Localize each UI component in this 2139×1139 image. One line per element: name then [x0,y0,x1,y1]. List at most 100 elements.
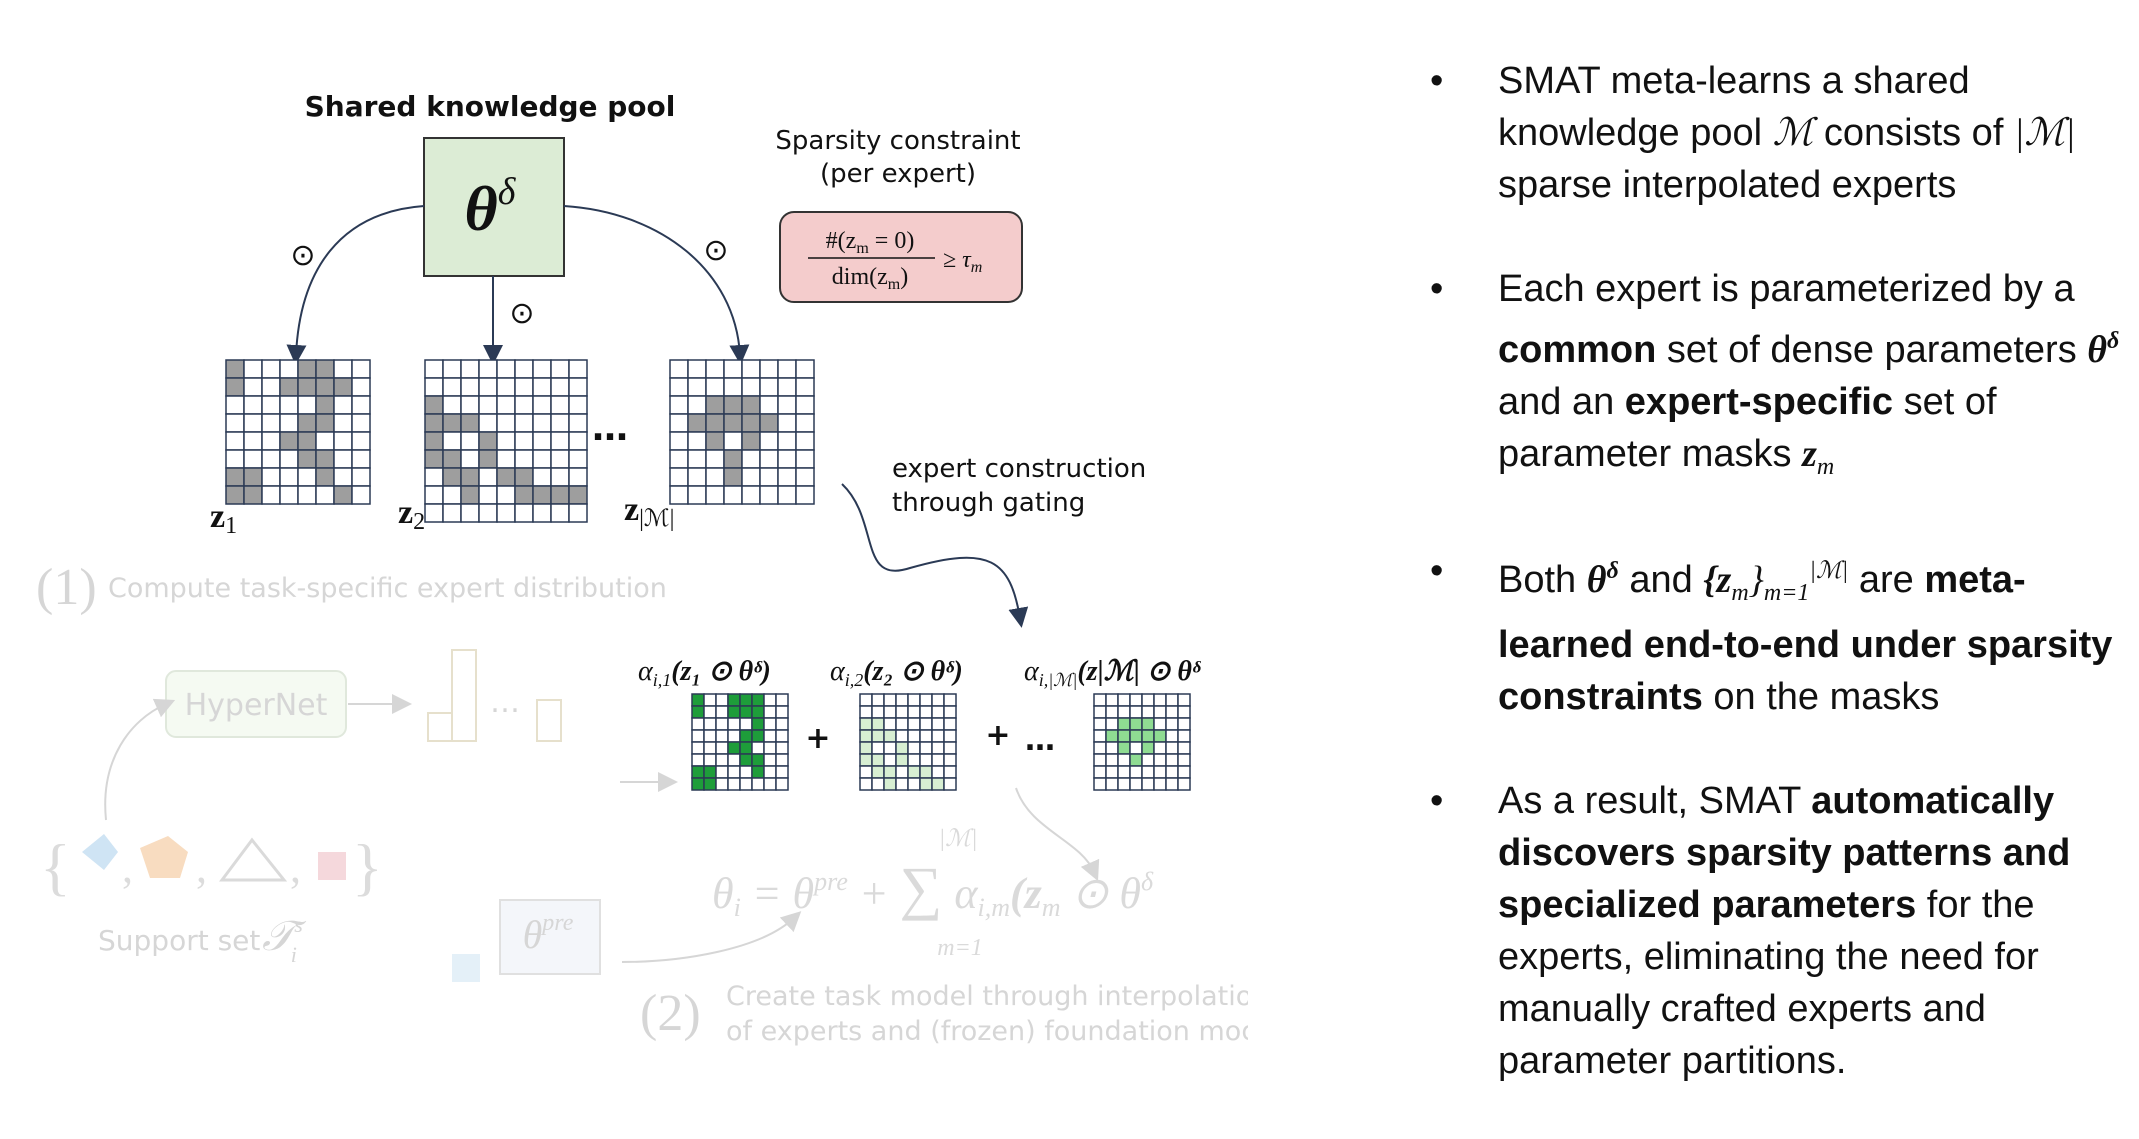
mask-cell [883,765,897,779]
mask-cell [460,467,480,487]
mask-cell [1177,717,1191,731]
mask-cell [1141,693,1155,707]
mask-cell [351,431,371,451]
mask-cell [931,717,945,731]
mask-cell [691,693,705,707]
mask-cell [669,395,689,415]
mask-cell [943,765,957,779]
mask-cell [1153,693,1167,707]
mask-cell [1141,753,1155,767]
mask-cell [496,359,516,379]
mask-cell [424,413,444,433]
mask-cell [895,717,909,731]
mask-cell [532,377,552,397]
mask-cell [763,729,777,743]
mask-label-3: z|ℳ| [624,491,674,532]
mask-cell [532,449,552,469]
mask-cell [919,753,933,767]
pool-theta: θδ [465,171,517,244]
mask-cell [931,693,945,707]
mask-cell [1129,705,1143,719]
mask-cell [568,377,588,397]
mask-cell [568,395,588,415]
mask-cell [1093,729,1107,743]
mask-cell [795,359,815,379]
mask-cell [759,377,779,397]
mask-cell [225,467,245,487]
mask-cell [333,467,353,487]
step1-number: (1) [36,559,97,616]
mask-cell [532,485,552,505]
weighted-ellipsis: … [1025,723,1055,758]
mask-cell [777,485,797,505]
mask-cell [442,503,462,523]
mask-cell [550,503,570,523]
summary-bullets: SMAT meta-learns a shared knowledge pool… [1430,55,2130,1139]
mask-cell [568,485,588,505]
mask-cell [687,485,707,505]
mask-cell [1177,765,1191,779]
theta-pre-box [499,899,601,975]
mask-cell [478,503,498,523]
mask-cell [279,467,299,487]
mask-cell [703,753,717,767]
mask-cell [1153,729,1167,743]
mask-cell [279,413,299,433]
mask-cell [883,717,897,731]
mask-cell [279,485,299,505]
mask-cell [907,777,921,791]
mask-cell [751,729,765,743]
mask-cell [496,467,516,487]
mask-cell [763,693,777,707]
mask-cell [1117,753,1131,767]
mask-cell [795,431,815,451]
mask-cell [727,765,741,779]
mask-cell [691,777,705,791]
mask-cell [739,765,753,779]
weighted-mask-2 [859,693,957,791]
mask-cell [859,777,873,791]
mask-cell [261,449,281,469]
mask-cell [751,693,765,707]
mask-cell [1177,753,1191,767]
mask-cell [333,431,353,451]
mask-cell [1141,741,1155,755]
mask-cell [775,729,789,743]
plus-1: + [805,721,830,756]
mask-cell [478,467,498,487]
mask-cell [532,503,552,523]
weighted-mask-3 [1093,693,1191,791]
mask-cell [478,395,498,415]
mask-cell [919,777,933,791]
mask-cell [1105,777,1119,791]
mask-cell [859,693,873,707]
mask-cell [795,395,815,415]
mask-cell [907,753,921,767]
bullet-3: Both θδ and {zm}m=1|ℳ| are meta-learned … [1430,545,2130,723]
mask-cell [1165,717,1179,731]
mask-cell [723,413,743,433]
mask-cell [703,717,717,731]
mask-cell [907,729,921,743]
mask-cell [705,395,725,415]
mask-cell [669,449,689,469]
mask-cell [351,449,371,469]
mask-cell [705,359,725,379]
mask-cell [1177,729,1191,743]
mask-cell [1117,777,1131,791]
mask-cell [715,693,729,707]
mask-cell [514,503,534,523]
mask-cell [1105,693,1119,707]
mask-cell [943,753,957,767]
mask-cell [514,359,534,379]
mask-cell [333,359,353,379]
mask-cell [568,449,588,469]
weighted-to-equation-arrow [1015,787,1100,882]
mask-cell [514,413,534,433]
mask-cell [1117,741,1131,755]
mask-cell [351,377,371,397]
mask-cell [859,741,873,755]
mask-cell [883,753,897,767]
gating-label-2: through gating [892,488,1085,518]
